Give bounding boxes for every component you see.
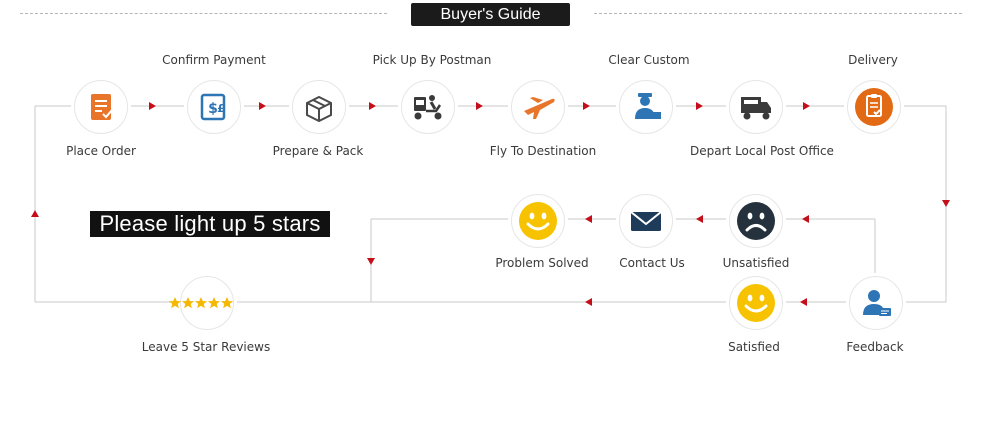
arrow-down: [942, 200, 950, 207]
step-pick-up: [401, 80, 455, 134]
step-depart: [729, 80, 783, 134]
arrow-left: [800, 298, 807, 306]
step-feedback: [849, 276, 903, 330]
step-prepare-pack: [292, 80, 346, 134]
arrow-left: [585, 298, 592, 306]
light-up-stars-banner: Please light up 5 stars: [90, 211, 330, 237]
arrow-down: [367, 258, 375, 265]
step-satisfied: [729, 276, 783, 330]
step-leave-reviews: [168, 276, 234, 330]
label-fly: Fly To Destination: [489, 144, 597, 158]
package-icon: [306, 95, 332, 123]
step-clear-custom: [619, 80, 673, 134]
airplane-icon: [524, 97, 555, 119]
happy-face-icon: [737, 284, 775, 322]
page-title: Buyer's Guide: [411, 3, 570, 26]
header-divider-left: [20, 13, 387, 14]
svg-text:£: £: [217, 102, 225, 115]
arrow-right: [696, 102, 703, 110]
delivery-truck-icon: [741, 97, 771, 120]
arrow-right: [369, 102, 376, 110]
label-leave-reviews: Leave 5 Star Reviews: [141, 340, 271, 354]
header-divider-right: [594, 13, 962, 14]
step-confirm-payment: $ £: [187, 80, 241, 134]
arrow-up: [31, 210, 39, 217]
arrow-left: [585, 215, 592, 223]
arrow-left: [802, 215, 809, 223]
label-feedback: Feedback: [846, 340, 904, 354]
label-confirm-payment: Confirm Payment: [162, 53, 266, 67]
customs-officer-icon: [635, 93, 661, 119]
arrow-right: [583, 102, 590, 110]
step-place-order: [74, 80, 128, 134]
happy-face-icon: [519, 202, 557, 240]
step-contact-us: [619, 194, 673, 248]
label-place-order: Place Order: [66, 144, 136, 158]
label-unsatisfied: Unsatisfied: [722, 256, 790, 270]
payment-icon: $ £: [200, 93, 226, 121]
sad-face-icon: [737, 202, 775, 240]
label-satisfied: Satisfied: [728, 340, 780, 354]
step-unsatisfied: [729, 194, 783, 248]
user-message-icon: [863, 290, 891, 316]
step-fly: [511, 80, 565, 134]
arrow-left: [696, 215, 703, 223]
label-prepare-pack: Prepare & Pack: [272, 144, 364, 158]
label-problem-solved: Problem Solved: [495, 256, 589, 270]
clipboard-check-icon: [91, 94, 113, 120]
label-delivery: Delivery: [848, 53, 898, 67]
svg-text:$: $: [208, 101, 218, 117]
step-problem-solved: [511, 194, 565, 248]
arrow-right: [476, 102, 483, 110]
arrow-right: [803, 102, 810, 110]
five-stars-icon: [168, 297, 234, 309]
label-depart: Depart Local Post Office: [690, 144, 834, 158]
arrow-right: [259, 102, 266, 110]
clipboard-check-icon: [855, 88, 893, 126]
label-contact-us: Contact Us: [619, 256, 685, 270]
label-clear-custom: Clear Custom: [608, 53, 690, 67]
label-pick-up: Pick Up By Postman: [372, 53, 492, 67]
delivery-scooter-icon: [414, 95, 442, 120]
step-delivery: [847, 80, 901, 134]
envelope-icon: [630, 211, 662, 231]
arrow-right: [149, 102, 156, 110]
